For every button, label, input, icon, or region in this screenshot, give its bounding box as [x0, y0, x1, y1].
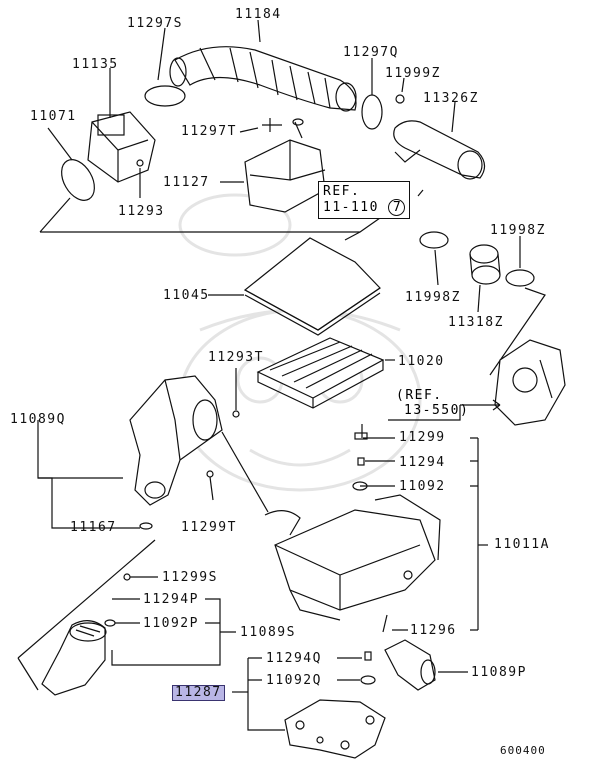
ref2-arrow: [460, 399, 501, 411]
bolt-11999z: [395, 94, 405, 104]
label-11089q: 11089Q: [10, 412, 66, 427]
ref-box-line1: REF.: [323, 184, 361, 199]
label-11999z: 11999Z: [385, 66, 441, 81]
label-11318z: 11318Z: [448, 315, 504, 330]
label-11127: 11127: [163, 175, 210, 190]
coupling-11318z: [469, 244, 501, 285]
leader-11184: [257, 19, 261, 43]
label-11092: 11092: [399, 479, 446, 494]
screw-11293: [136, 159, 144, 167]
lower-duct-11089s: [41, 620, 107, 696]
ref-box-circle: 7: [388, 199, 406, 216]
small-duct-11089p: [384, 639, 436, 691]
label-11011a: 11011A: [494, 537, 550, 552]
leader-11297t: [239, 127, 259, 133]
air-cleaner-cover-11045: [243, 237, 381, 336]
leaders-lower-left: [104, 573, 236, 666]
leader-11318z: [477, 284, 481, 313]
leaders-right: [352, 424, 488, 633]
label-11071: 11071: [30, 109, 77, 124]
leaders-bracket: [232, 651, 376, 731]
leader-11326z: [451, 101, 456, 133]
ref2-line1: (REF.: [396, 388, 443, 403]
label-11135: 11135: [72, 57, 119, 72]
label-11092q: 11092Q: [266, 673, 322, 688]
label-11297q: 11297Q: [343, 45, 399, 60]
label-11299s: 11299S: [162, 570, 218, 585]
diagram-id: 600400: [500, 744, 546, 757]
intake-hose-11184: [169, 46, 357, 112]
watermark-emblem: [178, 193, 422, 492]
label-11299: 11299: [399, 430, 446, 445]
leader-11999z: [401, 77, 405, 93]
leader-case: [221, 431, 269, 513]
leader-11297s: [157, 27, 166, 81]
label-11293t: 11293T: [208, 350, 264, 365]
label-11089s: 11089S: [240, 625, 296, 640]
label-11326z: 11326Z: [423, 91, 479, 106]
ref2-line2: 13-550): [404, 403, 470, 418]
ref-box-line2: 11-110 7: [323, 199, 406, 216]
leader-11071: [47, 127, 73, 161]
ref-13-550[interactable]: (REF. 13-550): [396, 388, 469, 418]
label-11296: 11296: [410, 623, 457, 638]
gasket-11071: [61, 159, 95, 201]
clip-11297t: [262, 118, 282, 132]
label-11045: 11045: [163, 288, 210, 303]
inlet-duct-11089q: [129, 375, 223, 506]
duct-11326z: [393, 120, 486, 180]
label-11287-highlighted[interactable]: 11287: [172, 685, 225, 701]
label-11297s: 11297S: [127, 16, 183, 31]
label-11167: 11167: [70, 520, 117, 535]
air-filter-11020: [256, 337, 385, 409]
label-11020: 11020: [398, 354, 445, 369]
air-cleaner-case-11011a: [264, 494, 441, 621]
maf-sensor-11135: [87, 111, 156, 183]
label-11184: 11184: [235, 7, 282, 22]
label-11998z-right: 11998Z: [490, 223, 546, 238]
bracket-11089q: [37, 420, 140, 529]
label-11294: 11294: [399, 455, 446, 470]
label-11299t: 11299T: [181, 520, 237, 535]
throttle-body: [494, 339, 566, 426]
screw-11299t: [206, 470, 214, 478]
ref-arrow: [417, 189, 424, 197]
label-11089p: 11089P: [471, 665, 527, 680]
screw-11293t: [232, 410, 240, 418]
label-11297t: 11297T: [181, 124, 237, 139]
label-11293: 11293: [118, 204, 165, 219]
bracket-11287: [284, 699, 386, 759]
label-11294q: 11294Q: [266, 651, 322, 666]
label-11092p: 11092P: [143, 616, 199, 631]
leader-11089s: [17, 539, 156, 659]
clamp-11297s: [144, 85, 186, 107]
label-11294p: 11294P: [143, 592, 199, 607]
clamp-11998z-b: [505, 269, 535, 287]
ref-box-11-110[interactable]: REF. 11-110 7: [318, 181, 411, 219]
clamp-11297q: [361, 94, 383, 130]
resonator-11127: [244, 118, 326, 213]
ref-box-code: 11-110: [323, 200, 379, 215]
clip-11167: [139, 522, 153, 530]
label-11998z-left: 11998Z: [405, 290, 461, 305]
clamp-11998z-a: [419, 231, 449, 249]
